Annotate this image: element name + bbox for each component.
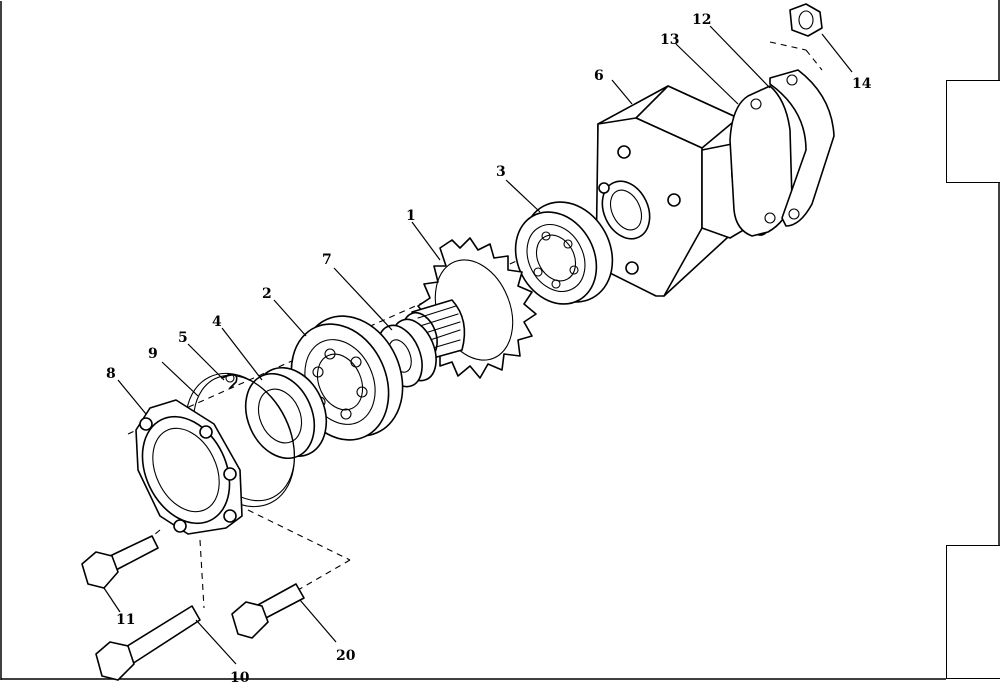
- callout-11: 11: [116, 612, 135, 628]
- callout-14: 14: [852, 76, 872, 92]
- end-cover-part-8: [135, 399, 243, 535]
- bolt-guide-line-3: [297, 559, 351, 591]
- bolt-guide-line-1: [199, 539, 205, 609]
- nut-part-14: [769, 3, 823, 71]
- cover-plate-part-12: [769, 69, 835, 227]
- callout-8: 8: [106, 366, 116, 382]
- bearing-part-3: [514, 201, 614, 305]
- callout-3: 3: [496, 164, 506, 180]
- bolt-part-11: [81, 535, 159, 589]
- callout-2: 2: [262, 286, 272, 302]
- callout-leaders: [103, 25, 853, 665]
- gasket-part-13: [729, 85, 793, 237]
- callout-4: 4: [212, 314, 222, 330]
- callout-5: 5: [178, 330, 188, 346]
- callout-9: 9: [148, 346, 158, 362]
- callout-10: 10: [230, 670, 250, 686]
- callout-6: 6: [594, 68, 604, 84]
- callout-20: 20: [336, 648, 356, 664]
- seal-part-4: [244, 366, 328, 460]
- callout-13: 13: [660, 32, 679, 48]
- side-tab-lower: [946, 545, 1000, 679]
- callout-7: 7: [322, 252, 332, 268]
- bolt-part-10: [95, 605, 201, 681]
- snap-ring-part-5: [221, 373, 238, 389]
- spacer-ring-part-7: [377, 318, 437, 388]
- callout-12: 12: [692, 12, 711, 28]
- bolt-guide-line-2: [247, 509, 351, 561]
- side-tab-upper: [946, 80, 1000, 183]
- bolt-part-20: [231, 583, 305, 639]
- callout-1: 1: [406, 208, 416, 224]
